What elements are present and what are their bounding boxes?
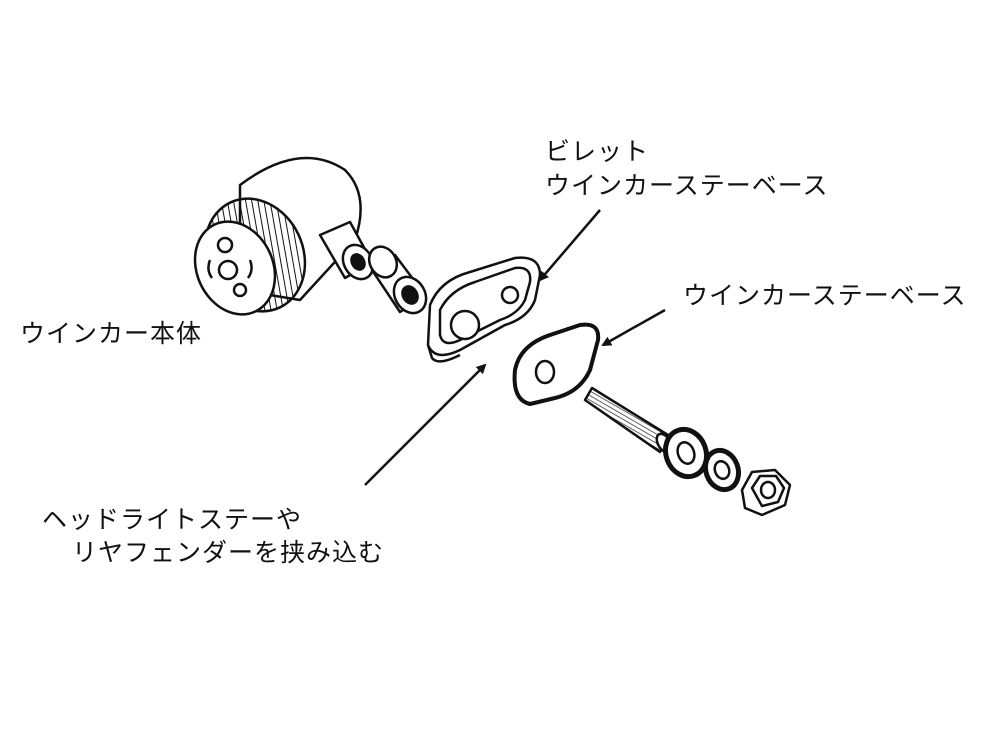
label-stay-base: ウインカーステーベース	[683, 281, 967, 310]
arrow-stay-base	[601, 308, 666, 347]
bolt-part	[583, 386, 673, 454]
arrow-billet	[538, 209, 601, 282]
arrow-clamp	[364, 363, 487, 486]
billet-stay-base-part	[426, 256, 542, 363]
label-clamp-line2: リヤフェンダーを挟み込む	[72, 538, 385, 567]
winker-body-part	[193, 156, 375, 316]
flat-washer-part	[662, 426, 710, 480]
label-clamp-line1: ヘッドライトステーや	[42, 505, 303, 534]
hex-nut-part	[740, 468, 792, 517]
spring-washer-part	[702, 447, 742, 493]
label-billet-line2: ウインカーステーベース	[545, 171, 829, 200]
spacer-collar-part	[367, 245, 428, 315]
stay-base-plate-part	[512, 322, 601, 406]
label-winker-body: ウインカー本体	[20, 319, 203, 348]
label-billet-line1: ビレット	[545, 137, 650, 166]
